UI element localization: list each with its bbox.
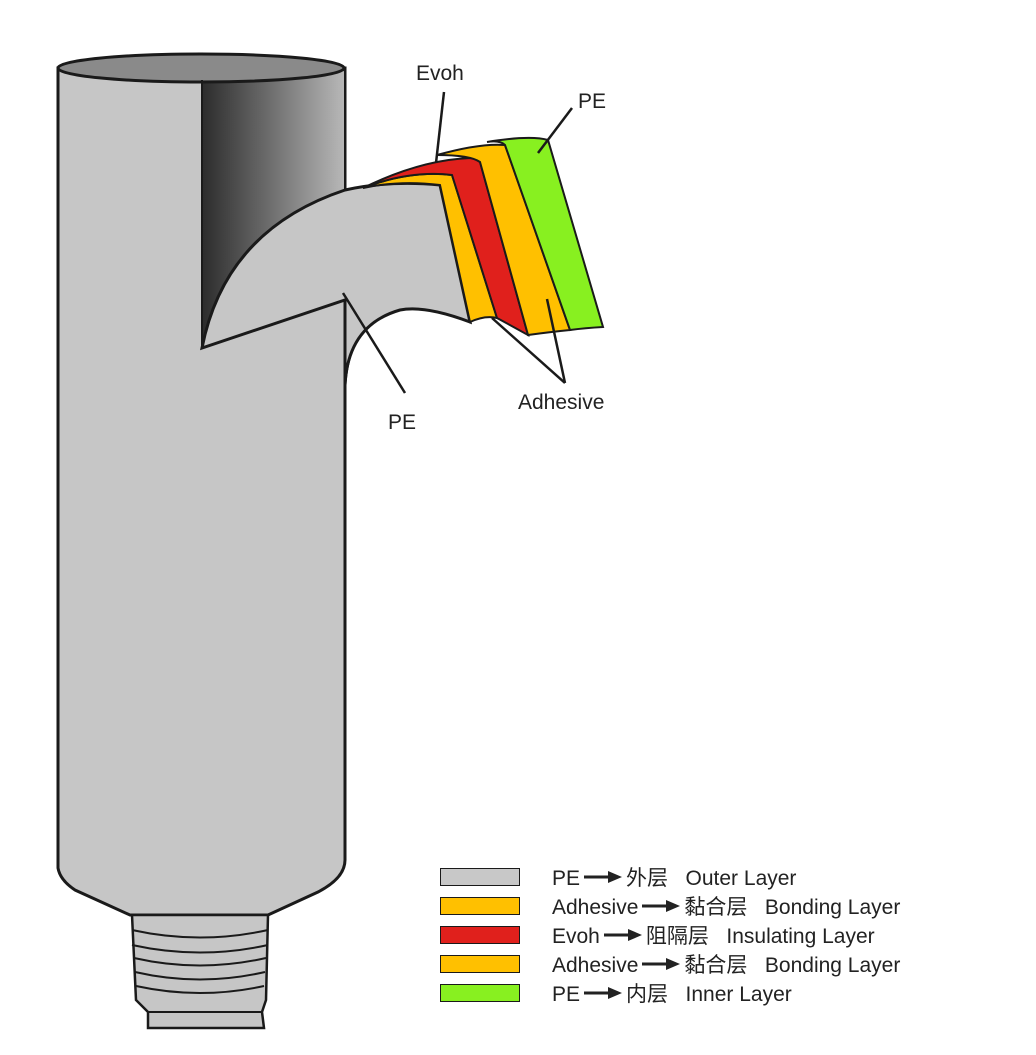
- arrow-right-icon: [642, 899, 681, 912]
- legend-swatch: [440, 896, 520, 915]
- legend-swatch: [440, 983, 520, 1002]
- legend-row: PE 外层 Outer Layer: [440, 862, 1030, 891]
- legend-english-label: Inner Layer: [685, 982, 792, 1006]
- label-pe-inner: PE: [578, 90, 606, 113]
- arrow-right-icon: [603, 928, 642, 941]
- legend-english-label: Insulating Layer: [726, 924, 875, 948]
- layer-pe-inner: [486, 136, 605, 332]
- legend-material: PE: [552, 982, 581, 1006]
- arrow-right-icon: [584, 986, 623, 999]
- legend-chinese-label: 外层: [626, 866, 669, 890]
- tube-opening: [56, 52, 346, 84]
- arrow-right-icon: [584, 870, 623, 883]
- legend-swatch: [440, 867, 520, 886]
- legend-row: Evoh 阻隔层 Insulating Layer: [440, 920, 1030, 949]
- legend-swatch: [440, 954, 520, 973]
- legend-english-label: Bonding Layer: [764, 953, 901, 977]
- legend-chinese-label: 黏合层: [684, 895, 748, 919]
- legend-english-label: Outer Layer: [685, 866, 797, 890]
- legend-chinese-label: 黏合层: [684, 953, 748, 977]
- legend-material: PE: [552, 866, 581, 890]
- legend-row: Adhesive 黏合层 Bonding Layer: [440, 891, 1030, 920]
- leader-lines: [341, 91, 573, 394]
- label-adhesive: Adhesive: [518, 391, 604, 414]
- label-evoh: Evoh: [416, 62, 464, 85]
- neck-threads: [131, 929, 269, 1013]
- legend-material: Evoh: [552, 924, 600, 948]
- legend-material: Adhesive: [552, 895, 639, 919]
- legend-material: Adhesive: [552, 953, 639, 977]
- legend-chinese-label: 阻隔层: [645, 924, 709, 948]
- tube-neck: [130, 913, 270, 1030]
- legend-row: Adhesive 黏合层 Bonding Layer: [440, 949, 1030, 978]
- layer-adhesive-2: [436, 143, 572, 337]
- label-pe-outer: PE: [388, 411, 416, 434]
- legend-swatch: [440, 925, 520, 944]
- legend-chinese-label: 内层: [626, 982, 669, 1006]
- arrow-right-icon: [642, 957, 681, 970]
- legend-row: PE 内层 Inner Layer: [440, 978, 1030, 1007]
- legend-english-label: Bonding Layer: [764, 895, 901, 919]
